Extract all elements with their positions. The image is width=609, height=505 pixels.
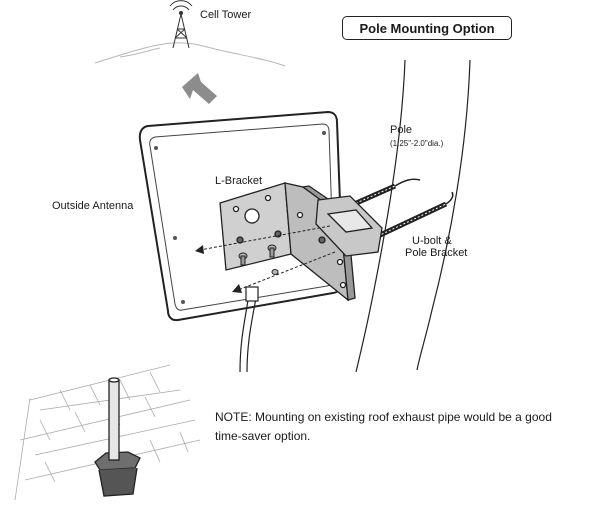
exhaust-pipe — [94, 377, 141, 497]
assembly-arrows — [199, 225, 336, 291]
pole-bracket — [315, 195, 383, 257]
u-bolt-label-line2: Pole Bracket — [405, 247, 468, 259]
mounting-bolts — [238, 244, 279, 275]
pole-label: Pole — [390, 124, 413, 136]
cell-tower-icon — [169, 0, 193, 49]
pole — [355, 59, 471, 373]
outside-antenna-label: Outside Antenna — [52, 200, 134, 212]
hill-sketch — [94, 42, 286, 67]
mounting-note: NOTE: Mounting on existing roof exhaust … — [215, 410, 552, 443]
cell-tower-label: Cell Tower — [200, 9, 252, 21]
diagram-title: Pole Mounting Option — [342, 16, 512, 40]
l-bracket-label: L-Bracket — [215, 175, 263, 187]
u-bolt-label-line1: U-bolt & — [412, 235, 452, 247]
direction-arrow-icon — [182, 73, 217, 104]
arrow-heads — [195, 245, 242, 293]
pole-diameter-label: (1.25"-2.0"dia.) — [390, 139, 444, 148]
antenna-cable — [239, 286, 259, 373]
